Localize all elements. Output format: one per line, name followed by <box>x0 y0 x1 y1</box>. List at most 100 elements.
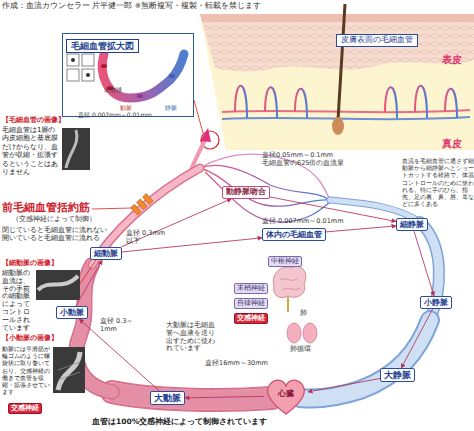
vessel-label: 小動脈 <box>56 306 88 319</box>
part-name: 赤血球 <box>104 86 122 93</box>
flow-connector <box>414 231 434 296</box>
node-text: 大動脈 <box>154 393 181 403</box>
note-text: 細動脈の血流は、その手前の細動脈によってコントロールされています <box>2 270 35 332</box>
lungs <box>287 323 317 343</box>
section-heading: 【毛細血管の画像】 <box>2 116 65 124</box>
epidermis-cells <box>200 14 474 72</box>
note-text: 血管は100%交感神経によって制御されています <box>92 417 267 426</box>
part-name: 動脈 <box>120 104 132 111</box>
red-blood-cell <box>169 74 175 78</box>
photo-small-artery-part <box>53 347 85 393</box>
node-text: 皮膚表面の毛細血管 <box>341 36 413 45</box>
node-text: 細静脈 <box>400 220 424 229</box>
flow-connector <box>308 378 380 391</box>
dimension: 直径 0.3～1mm <box>100 318 136 334</box>
note-text: 血流を毛細血管に通さず細動脈から細静脈へとショートカットする経路で、体温コントロ… <box>402 157 474 207</box>
artery-tube-part <box>92 168 200 265</box>
nerve-box: 末梢神経 <box>234 283 268 294</box>
vessel-label: 細動脈 <box>90 247 122 260</box>
capillary-network-part <box>200 165 330 200</box>
skin-section <box>200 4 474 150</box>
icon-dot <box>71 58 75 62</box>
dimension: 直径0.05mm～0.1mm <box>262 152 333 160</box>
artery-tube-part <box>112 392 272 400</box>
lungs-part <box>287 323 301 343</box>
photo-small-artery-part <box>58 362 80 380</box>
artery-tube-part <box>92 168 200 265</box>
nerve-box: 交感神経 <box>8 403 42 414</box>
inset-background <box>62 33 194 117</box>
dimension: 直径 0.007mm～0.01mm <box>262 218 343 226</box>
note-text: 大動脈は毛細血管へ血液を送り出すために使われています <box>166 322 218 353</box>
note-text: （交感神経によって制御） <box>12 215 96 223</box>
icon-box <box>67 69 79 81</box>
icon-box <box>67 54 79 66</box>
capillary-loops-part <box>265 87 277 118</box>
artery-tube <box>76 168 272 400</box>
dimension: 直径16mm～30mm <box>205 360 268 368</box>
node-text: 交感神経 <box>237 315 265 322</box>
node-text: 体内の毛細血管 <box>266 230 322 239</box>
sphincter-part <box>143 194 153 205</box>
flow-connector <box>76 260 102 306</box>
vessel-label: 体内の毛細血管 <box>262 228 326 241</box>
node-text: 大静脈 <box>384 370 411 380</box>
flow-connector <box>121 199 232 247</box>
photo-arteriole-part <box>38 276 78 290</box>
vessel-label: 小静脈 <box>420 296 452 309</box>
credit-note: 作成：血流カウンセラー 片平健一郎 ※無断複写・複製・転載を禁じます <box>2 1 261 10</box>
dimension: 直径 0.3mm以下 <box>126 230 166 246</box>
heart-shape: 心臓 <box>264 376 308 416</box>
capillary-loops <box>235 86 457 118</box>
photo-capillary-part <box>66 130 77 168</box>
lungs-part <box>303 323 317 343</box>
node-text: 細動脈 <box>94 249 118 258</box>
icon-box <box>82 54 94 66</box>
capillary-loops-part <box>445 89 457 118</box>
node-text: 自律神経 <box>237 300 265 307</box>
capillary-loops-part <box>415 86 427 118</box>
vein-tube-part <box>300 320 430 399</box>
section-heading: 【細動脈の画像】 <box>2 259 58 267</box>
inset-capillary <box>102 54 184 98</box>
red-blood-cell <box>137 94 143 98</box>
epidermis <box>200 14 474 72</box>
capillary-loops-part <box>385 87 397 118</box>
skin-surface <box>200 14 474 22</box>
dermal-vein <box>222 117 470 119</box>
flow-connector <box>122 238 262 252</box>
photo-small-artery <box>53 347 85 393</box>
icon-box <box>82 69 94 81</box>
artery-tube-part <box>112 392 272 400</box>
node-text: 小動脈 <box>60 308 84 317</box>
section-heading: 前毛細血管括約筋 <box>2 201 90 214</box>
hair-shaft <box>338 4 345 120</box>
node-text: 中枢神経 <box>271 258 299 265</box>
node-text: 小静脈 <box>424 298 448 307</box>
brain <box>273 266 306 312</box>
heart-outline <box>268 380 305 414</box>
organ-name: 肺循環 <box>290 346 311 354</box>
flow-connector <box>185 396 264 397</box>
flow-connector <box>326 226 396 232</box>
vessel-label: 動静脈吻合 <box>222 186 270 199</box>
capillary-loops-part <box>235 86 247 118</box>
layer-name: 表皮 <box>442 54 462 66</box>
leader-line <box>80 260 96 284</box>
node-text: 末梢神経 <box>237 285 265 292</box>
leader-line <box>92 208 132 209</box>
photo-arteriole <box>36 270 80 300</box>
part-name: 静脈 <box>165 104 177 111</box>
flow-arrow <box>200 128 211 142</box>
sphincter <box>131 194 153 215</box>
artery-tube-part <box>112 392 272 400</box>
vessel-label: 細静脈 <box>396 218 428 231</box>
leader-line <box>194 100 203 133</box>
layer-name: 真皮 <box>442 138 462 150</box>
icon-dot <box>86 73 90 77</box>
organ-name: 肺 <box>300 309 307 317</box>
nerve-box: 交感神経 <box>234 313 268 324</box>
nerve-box: 自律神経 <box>234 298 268 309</box>
nerve-box: 中枢神経 <box>268 256 302 267</box>
